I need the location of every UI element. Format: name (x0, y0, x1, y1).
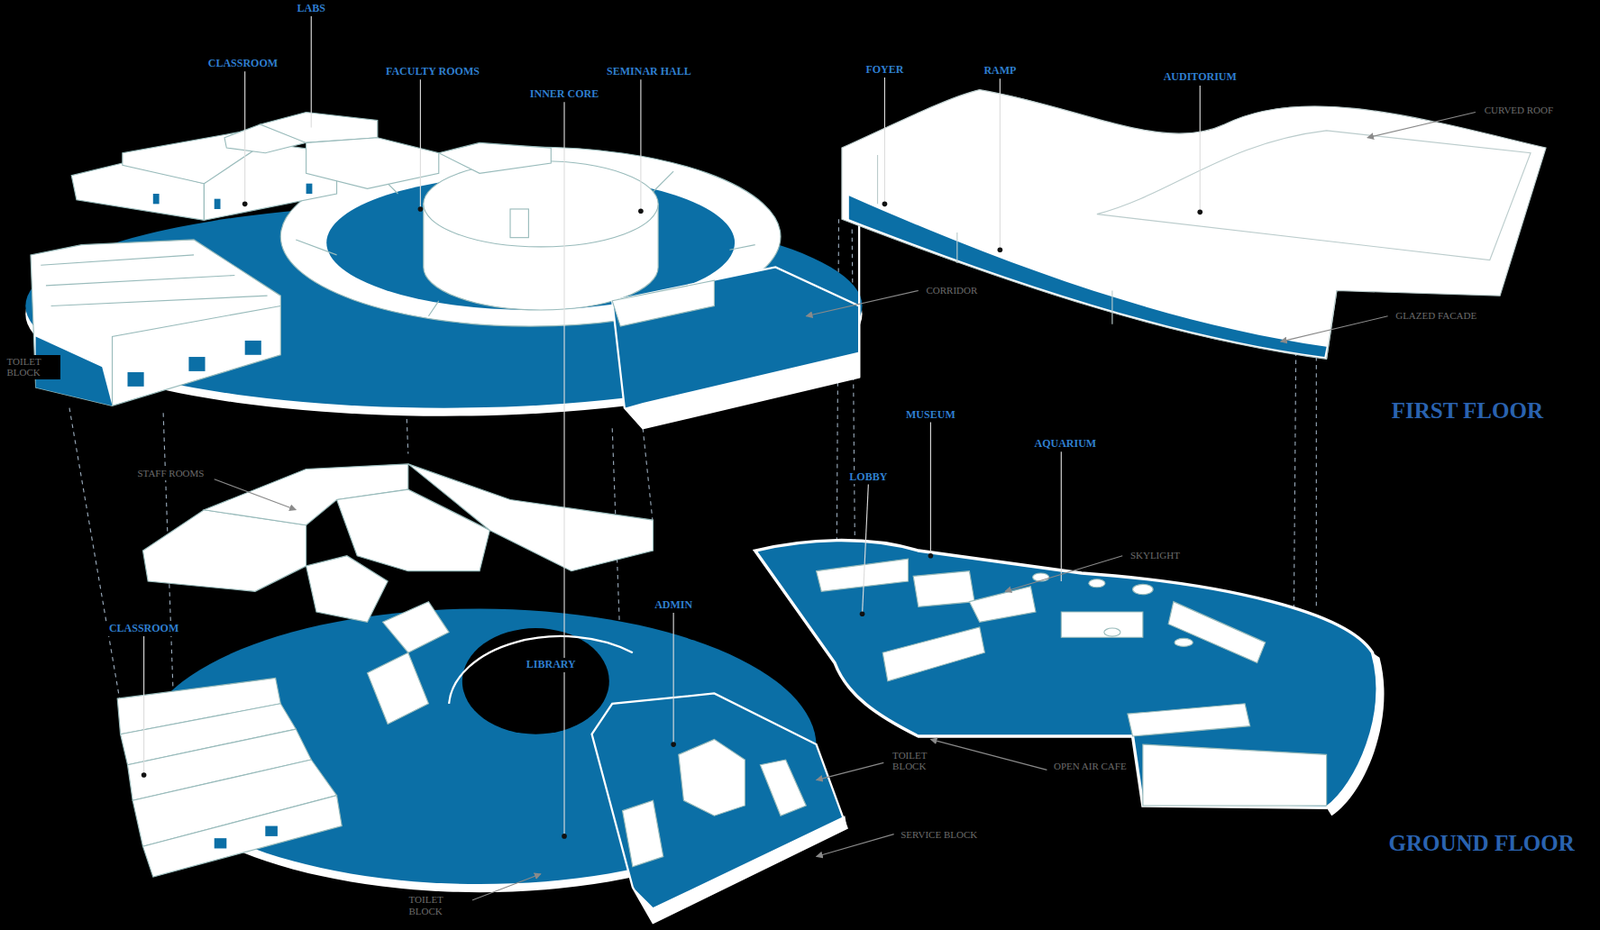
floor-title: FIRST FLOOR (1389, 397, 1546, 426)
callout-label: TOILET BLOCK (889, 749, 957, 774)
callout-label: SKYLIGHT (1127, 548, 1183, 563)
room-label: CLASSROOM (106, 621, 182, 637)
callout-label: STAFF ROOMS (134, 466, 214, 481)
room-label: FACULTY ROOMS (383, 64, 483, 80)
room-label: SEMINAR HALL (603, 64, 695, 80)
room-label: MUSEUM (903, 408, 959, 423)
callout-label: OPEN AIR CAFE (1051, 759, 1131, 774)
callout-label: CORRIDOR (923, 283, 980, 298)
floor-title: GROUND FLOOR (1386, 830, 1578, 859)
room-label: LABS (294, 1, 329, 17)
callout-label: TOILET BLOCK (406, 893, 474, 918)
room-label: LIBRARY (523, 658, 579, 673)
callout-label: TOILET BLOCK (4, 355, 62, 380)
room-label: LOBBY (846, 470, 890, 485)
room-label: CLASSROOM (205, 56, 281, 72)
room-label: FOYER (862, 63, 906, 78)
callout-label: SERVICE BLOCK (897, 828, 980, 842)
room-label: INNER CORE (527, 87, 602, 102)
callout-label: GLAZED FACADE (1392, 309, 1480, 323)
room-label: ADMIN (651, 598, 695, 613)
callout-label: CURVED ROOF (1481, 103, 1556, 118)
room-label: AQUARIUM (1031, 437, 1099, 452)
room-label: AUDITORIUM (1161, 70, 1240, 85)
room-label: RAMP (980, 64, 1019, 79)
